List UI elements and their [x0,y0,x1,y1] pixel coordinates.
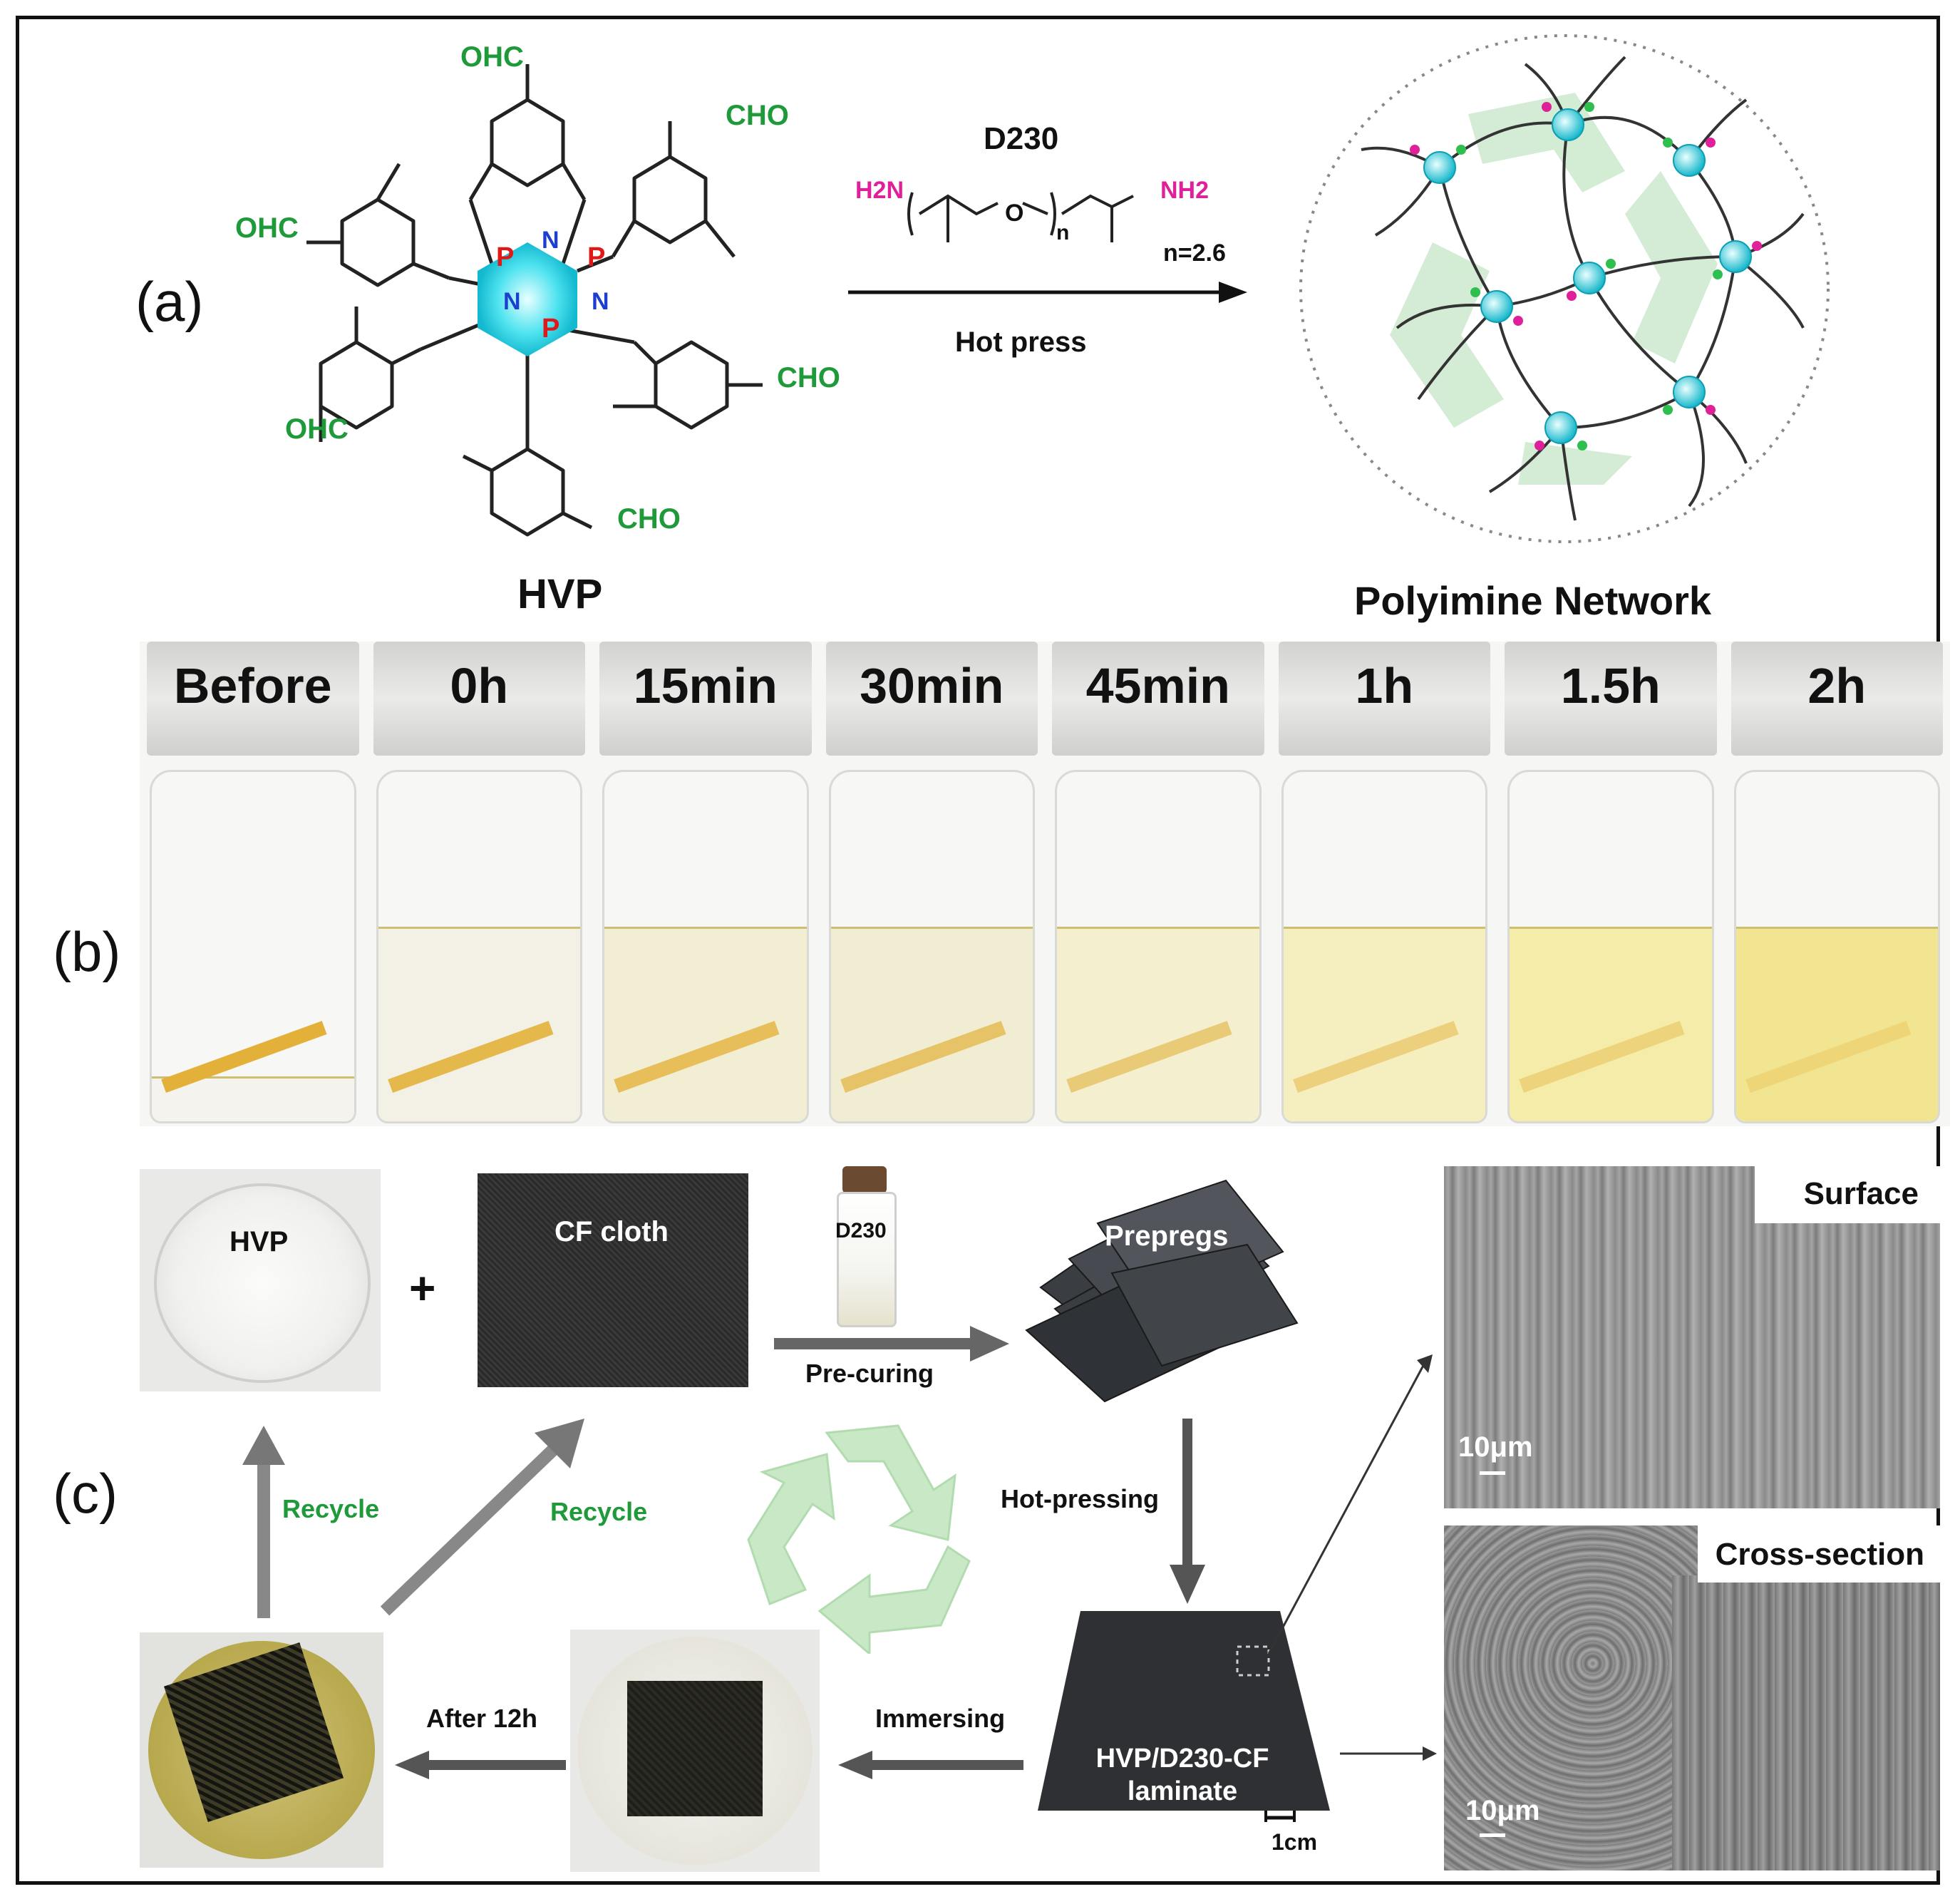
hvp-structure [306,64,763,537]
scale-1cm: 1cm [1272,1829,1318,1855]
vial-cap [1052,642,1264,756]
cf-cloth-photo: CF cloth [470,1166,755,1394]
p-atom-right: P [587,242,606,272]
vial: 15min [592,642,819,1126]
amine-right: NH2 [1160,177,1209,204]
amine-left: H2N [855,177,904,204]
laminate-label: HVP/D230-CF laminate [1095,1744,1269,1806]
n-value: n=2.6 [1163,240,1226,267]
vial-glass [828,770,1035,1123]
vial-glass [1733,770,1940,1123]
hvp-powder-photo: HVP [140,1169,381,1391]
vial-solution [1735,927,1938,1121]
vial: 0h [366,642,593,1126]
recycle-arrow-diagonal [380,1419,584,1616]
vial-solution [1057,927,1259,1121]
vial: 30min [819,642,1046,1126]
vial-time-label: 1.5h [1560,658,1661,714]
cho-label-right: CHO [777,362,840,393]
panel-b-letter: (b) [53,920,121,983]
network-label: Polyimine Network [1354,578,1712,623]
laminate-photo [1038,1611,1330,1822]
after-12h-label: After 12h [426,1704,538,1733]
scale-10um-cross: 10μm [1465,1795,1540,1826]
vial-cap [1278,642,1490,756]
vial-time-label: 45min [1085,658,1230,714]
ohc-label-left: OHC [235,212,299,244]
cf-cloth-label: CF cloth [555,1216,669,1247]
prepregs-label: Prepregs [1105,1220,1229,1252]
vial: 1.5h [1497,642,1724,1126]
pre-curing-arrow [774,1326,1009,1362]
cho-label-bottom: CHO [617,503,681,535]
vial-glass [1507,770,1714,1123]
recycle-label-1: Recycle [282,1494,380,1523]
prepregs-photo [1025,1179,1299,1403]
vial-glass [1281,770,1487,1123]
reagent-label: D230 [984,121,1059,156]
pre-curing-label: Pre-curing [805,1359,934,1388]
immersed-dish-photo [570,1630,820,1872]
vial-cap [599,642,812,756]
d230-bottle-label: D230 [835,1219,887,1242]
d230-backbone [907,192,1134,242]
scale-10um-surface: 10μm [1458,1431,1533,1463]
recycle-arrow-up [242,1426,285,1618]
ohc-label-bottom: OHC [285,413,349,445]
p-atom-left: P [496,242,515,272]
vial-time-label: 2h [1807,658,1867,714]
vial-glass [150,770,356,1123]
vial: 2h [1724,642,1951,1126]
hvp-photo-label: HVP [229,1226,289,1257]
sem-cross-section-image: Cross-section 10μm [1444,1525,1940,1870]
vial-photo-strip: Before 0h 15min 30min 45min 1h 1.5h 2h [140,642,1950,1126]
recycle-label-2: Recycle [550,1497,648,1526]
vial: 45min [1045,642,1272,1126]
condition-label: Hot press [955,326,1087,358]
d230-bottle: D230 [832,1166,897,1327]
n-atom-top: N [542,227,559,254]
vial: 1h [1272,642,1498,1126]
dissolved-dish-photo [140,1632,383,1868]
immersing-label: Immersing [875,1704,1006,1733]
vial-time-label: 15min [633,658,778,714]
vial-time-label: 0h [450,658,509,714]
recycle-icon [747,1424,971,1654]
vial-time-label: Before [173,658,332,714]
vial-glass [1055,770,1262,1123]
vial-solution [604,927,807,1121]
sem-surface-image: Surface 10μm [1444,1166,1940,1508]
vial-cap [373,642,585,756]
cho-label-2: CHO [726,100,789,131]
o-atom-chain: O [1005,200,1024,227]
panel-c-letter: (c) [53,1462,118,1525]
cho-label-1: OHC [460,41,524,73]
hvp-label: HVP [517,571,603,617]
vial-glass [602,770,809,1123]
vial: Before [140,642,366,1126]
p-atom-bottom: P [542,314,560,344]
vial-glass [376,770,582,1123]
vial-cap [825,642,1038,756]
hot-pressing-arrow [1170,1419,1205,1604]
reaction-arrow [848,282,1247,303]
vial-time-label: 1h [1355,658,1414,714]
zoom-lines [1267,1354,1437,1761]
n-atom-right: N [592,288,609,315]
vial-cap [147,642,359,756]
polyimine-network-diagram [1299,34,1830,543]
n-atom-left: N [503,288,521,315]
vial-solution [1510,927,1712,1121]
panel-a-letter: (a) [135,270,204,333]
cross-section-label: Cross-section [1715,1537,1924,1572]
surface-label: Surface [1803,1176,1919,1211]
vial-cap [1505,642,1717,756]
vial-time-label: 30min [860,658,1004,714]
vial-cap [1731,642,1943,756]
after-12h-arrow [395,1751,566,1779]
subscript-n: n [1056,221,1070,245]
immersing-arrow [838,1751,1023,1779]
plus-sign: + [409,1262,436,1314]
hot-pressing-label: Hot-pressing [1001,1484,1160,1513]
